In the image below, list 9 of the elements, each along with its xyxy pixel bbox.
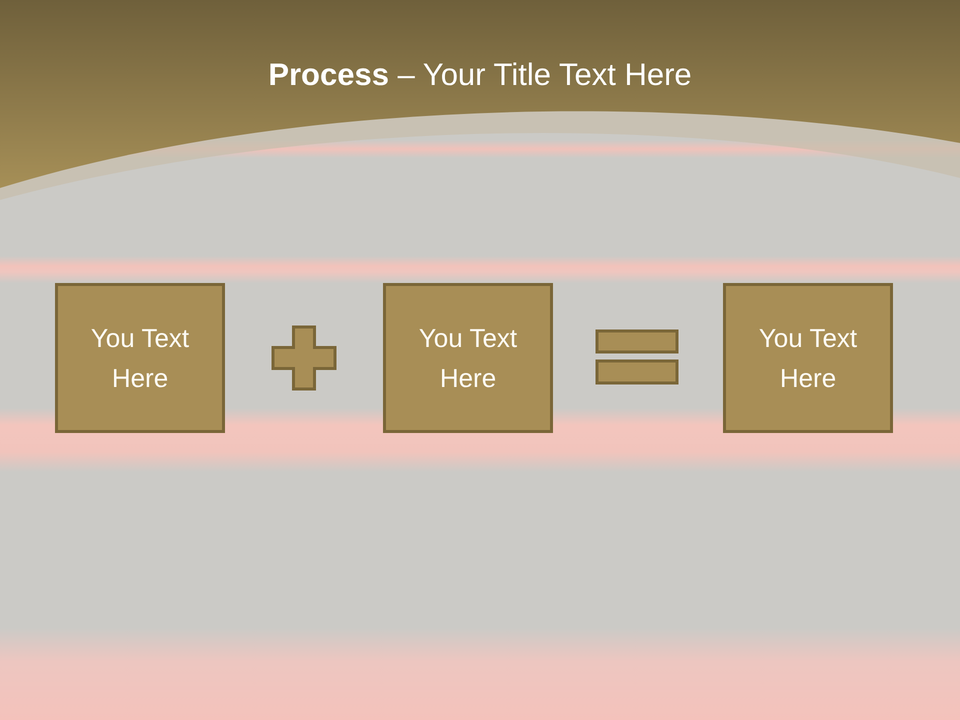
slide-title: Process – Your Title Text Here [267, 56, 693, 94]
box-text: You Text Here [90, 322, 190, 395]
equals-sign [595, 329, 679, 385]
text-box [723, 283, 893, 433]
plus-sign [271, 325, 337, 391]
box-text: You Text Here [758, 322, 858, 395]
box-text: You Text Here [418, 322, 518, 395]
text-box [383, 283, 553, 433]
text-box [55, 283, 225, 433]
